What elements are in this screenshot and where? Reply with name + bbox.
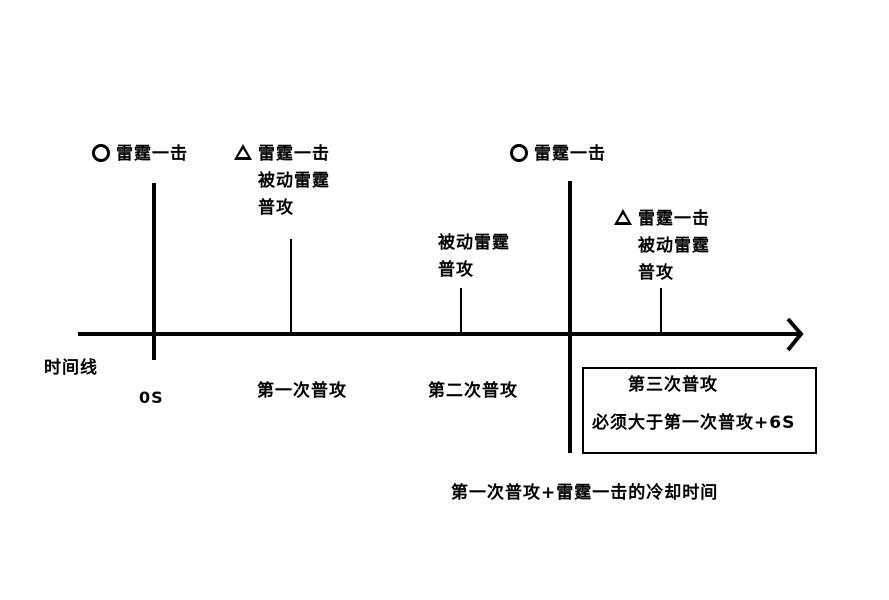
event-line: 雷霆一击	[258, 144, 330, 164]
event-label-third-attack: 雷霆一击 被动雷霆 普攻	[614, 206, 710, 287]
event-label-start: 雷霆一击	[92, 141, 188, 168]
circle-icon	[92, 144, 110, 162]
event-label-cooldown: 雷霆一击	[510, 141, 606, 168]
tick-label-second-attack: 第二次普攻	[428, 381, 518, 401]
event-label-second-attack: 被动雷霆 普攻	[438, 230, 510, 284]
event-line: 普攻	[258, 198, 294, 218]
event-line: 普攻	[638, 263, 674, 283]
event-label-first-attack: 雷霆一击 被动雷霆 普攻	[234, 141, 330, 222]
triangle-icon	[614, 209, 632, 225]
timeline-label: 时间线	[44, 358, 98, 378]
tick-label-0s: 0S	[139, 388, 164, 407]
event-line: 雷霆一击	[116, 144, 188, 164]
third-attack-box	[582, 367, 817, 454]
event-line: 普攻	[438, 260, 474, 280]
third-attack-note: 必须大于第一次普攻+6S	[592, 413, 796, 433]
event-line: 被动雷霆	[438, 233, 510, 253]
event-line: 被动雷霆	[638, 236, 710, 256]
tick-label-first-attack: 第一次普攻	[257, 381, 347, 401]
triangle-icon	[234, 144, 252, 160]
cooldown-note: 第一次普攻+雷霆一击的冷却时间	[451, 483, 719, 503]
circle-icon	[510, 144, 528, 162]
event-line: 被动雷霆	[258, 171, 330, 191]
event-line: 雷霆一击	[638, 209, 710, 229]
third-attack-title: 第三次普攻	[628, 375, 718, 395]
time-axis-arrowhead	[786, 317, 804, 352]
event-line: 雷霆一击	[534, 144, 606, 164]
